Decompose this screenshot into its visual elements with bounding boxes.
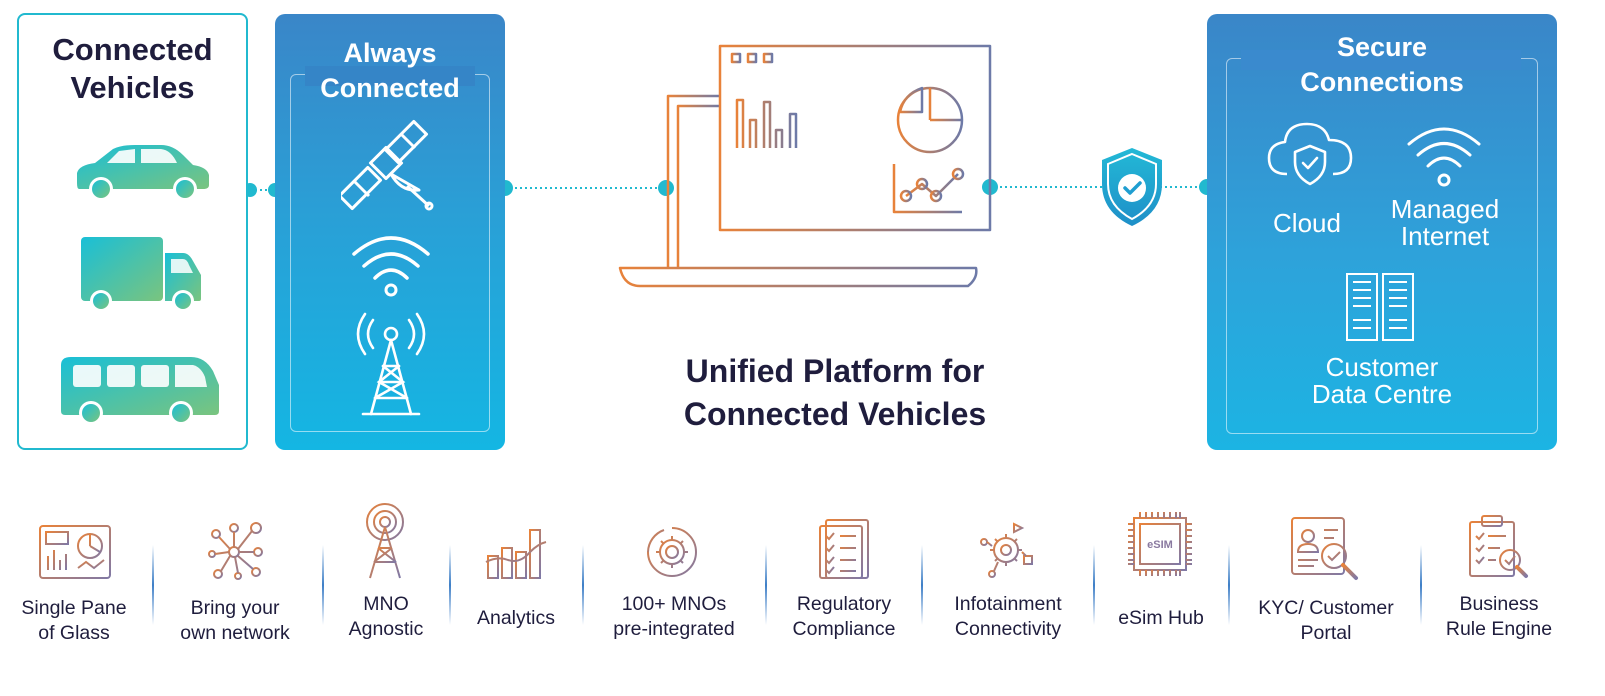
satellite-icon: [341, 119, 434, 211]
connected-vehicles-panel: Connected Vehicles: [17, 13, 248, 450]
always-connected-title: Always Connected: [320, 38, 460, 103]
managed-internet-label: Managed Internet: [1390, 194, 1500, 251]
feature-analytics-label: Analytics: [476, 607, 556, 629]
managed-internet-wifi-icon: [1407, 127, 1481, 187]
bus-icon: [61, 357, 219, 425]
feature-infotainment-label: Infotainment Connectivity: [954, 593, 1062, 640]
gear-connect-icon: [980, 522, 1033, 578]
tower-icon: [364, 503, 406, 579]
unified-platform-title: Unified Platform for Connected Vehicles: [683, 353, 987, 432]
feature-divider: [449, 545, 451, 625]
gear-cycle-icon: [647, 527, 697, 577]
server-icon: [1346, 273, 1414, 341]
truck-icon: [81, 237, 201, 312]
always-connected-panel: Always Connected: [275, 14, 505, 450]
feature-mnos-label: 100+ MNOs pre-integrated: [613, 593, 735, 640]
checklist-icon: [819, 519, 869, 579]
cell-tower-icon: [356, 312, 426, 416]
feature-regulatory-label: Regulatory Compliance: [792, 593, 896, 640]
wifi-icon: [352, 236, 430, 297]
laptop-dashboard-illustration: [608, 44, 1012, 292]
feature-divider: [1228, 545, 1230, 625]
feature-divider: [582, 545, 584, 625]
feature-kyc-label: KYC/ Customer Portal: [1258, 597, 1394, 644]
cloud-shield-icon: [1267, 122, 1353, 186]
analytics-icon: [485, 529, 547, 579]
secure-connections-panel: Secure Connections Cloud Managed Interne…: [1207, 14, 1557, 450]
kyc-search-icon: [1291, 517, 1358, 580]
frame-gap: [1241, 50, 1521, 70]
network-icon: [208, 522, 263, 580]
feature-divider: [322, 545, 324, 625]
connector-dot: [658, 180, 674, 196]
cloud-label: Cloud: [1273, 208, 1341, 238]
rule-clipboard-icon: [1469, 515, 1528, 578]
connected-vehicles-title: Connected Vehicles: [52, 32, 213, 105]
feature-divider: [921, 545, 923, 625]
customer-data-centre-label: Customer Data Centre: [1311, 352, 1453, 409]
secure-connections-title: Secure Connections: [1300, 32, 1464, 97]
frame-gap: [305, 66, 475, 86]
car-icon: [77, 145, 209, 201]
feature-esim-label: eSim Hub: [1118, 607, 1204, 629]
shield-check-icon: [1102, 148, 1162, 226]
feature-divider: [1420, 545, 1422, 625]
esim-chip-text: eSIM: [1147, 539, 1173, 551]
feature-divider: [152, 545, 154, 625]
esim-chip-icon: eSIM: [1128, 512, 1192, 576]
feature-business-rule-label: Business Rule Engine: [1445, 593, 1553, 640]
feature-byon-label: Bring your own network: [180, 597, 290, 644]
feature-single-pane-label: Single Pane of Glass: [21, 597, 127, 644]
feature-mno-agnostic-label: MNO Agnostic: [348, 593, 424, 640]
dashboard-icon: [39, 525, 111, 579]
feature-divider: [1093, 545, 1095, 625]
feature-divider: [765, 545, 767, 625]
